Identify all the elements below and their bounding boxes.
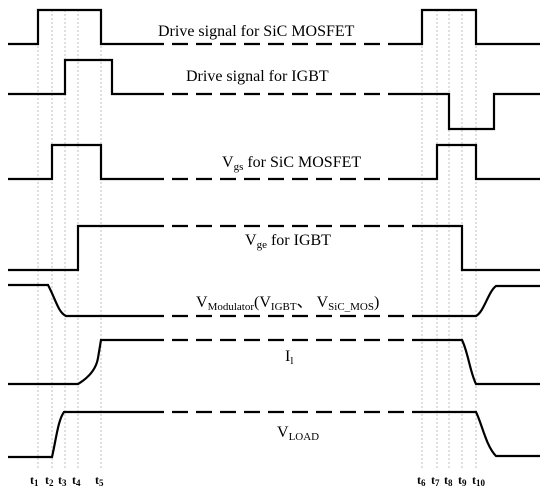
label-vload: VLOAD [277, 424, 319, 443]
time-tick-labels: t1 t2 t3 t4 t5 t6 t7 t8 t9 t10 [30, 473, 486, 488]
tick-label-t1: t1 [30, 473, 39, 488]
tick-label-t5: t5 [95, 473, 104, 488]
waveform-vge [8, 224, 540, 272]
waveform-il [8, 338, 540, 386]
tick-label-t2: t2 [45, 473, 54, 488]
label-vge: Vge for IGBT [245, 232, 331, 251]
label-vgs: Vgs for SiC MOSFET [222, 154, 361, 173]
tick-label-t3: t3 [58, 473, 67, 488]
waveform-drive-sic [8, 8, 540, 46]
label-vmodulator: VModulator(VIGBT、 VSiC_MOS) [196, 294, 379, 313]
label-drive-sic: Drive signal for SiC MOSFET [158, 23, 355, 40]
waveform-drive-igbt [8, 58, 540, 131]
tick-label-t9: t9 [458, 473, 467, 488]
tick-label-t8: t8 [444, 473, 453, 488]
tick-label-t7: t7 [431, 473, 440, 488]
waveform-vmodulator [8, 283, 540, 318]
waveform-vload [8, 410, 540, 459]
tick-label-t6: t6 [417, 473, 426, 488]
tick-label-t4: t4 [72, 473, 81, 488]
label-il: Il [285, 348, 293, 367]
label-drive-igbt: Drive signal for IGBT [186, 68, 329, 85]
waveform-vgs [8, 143, 540, 181]
tick-label-t10: t10 [472, 473, 486, 488]
